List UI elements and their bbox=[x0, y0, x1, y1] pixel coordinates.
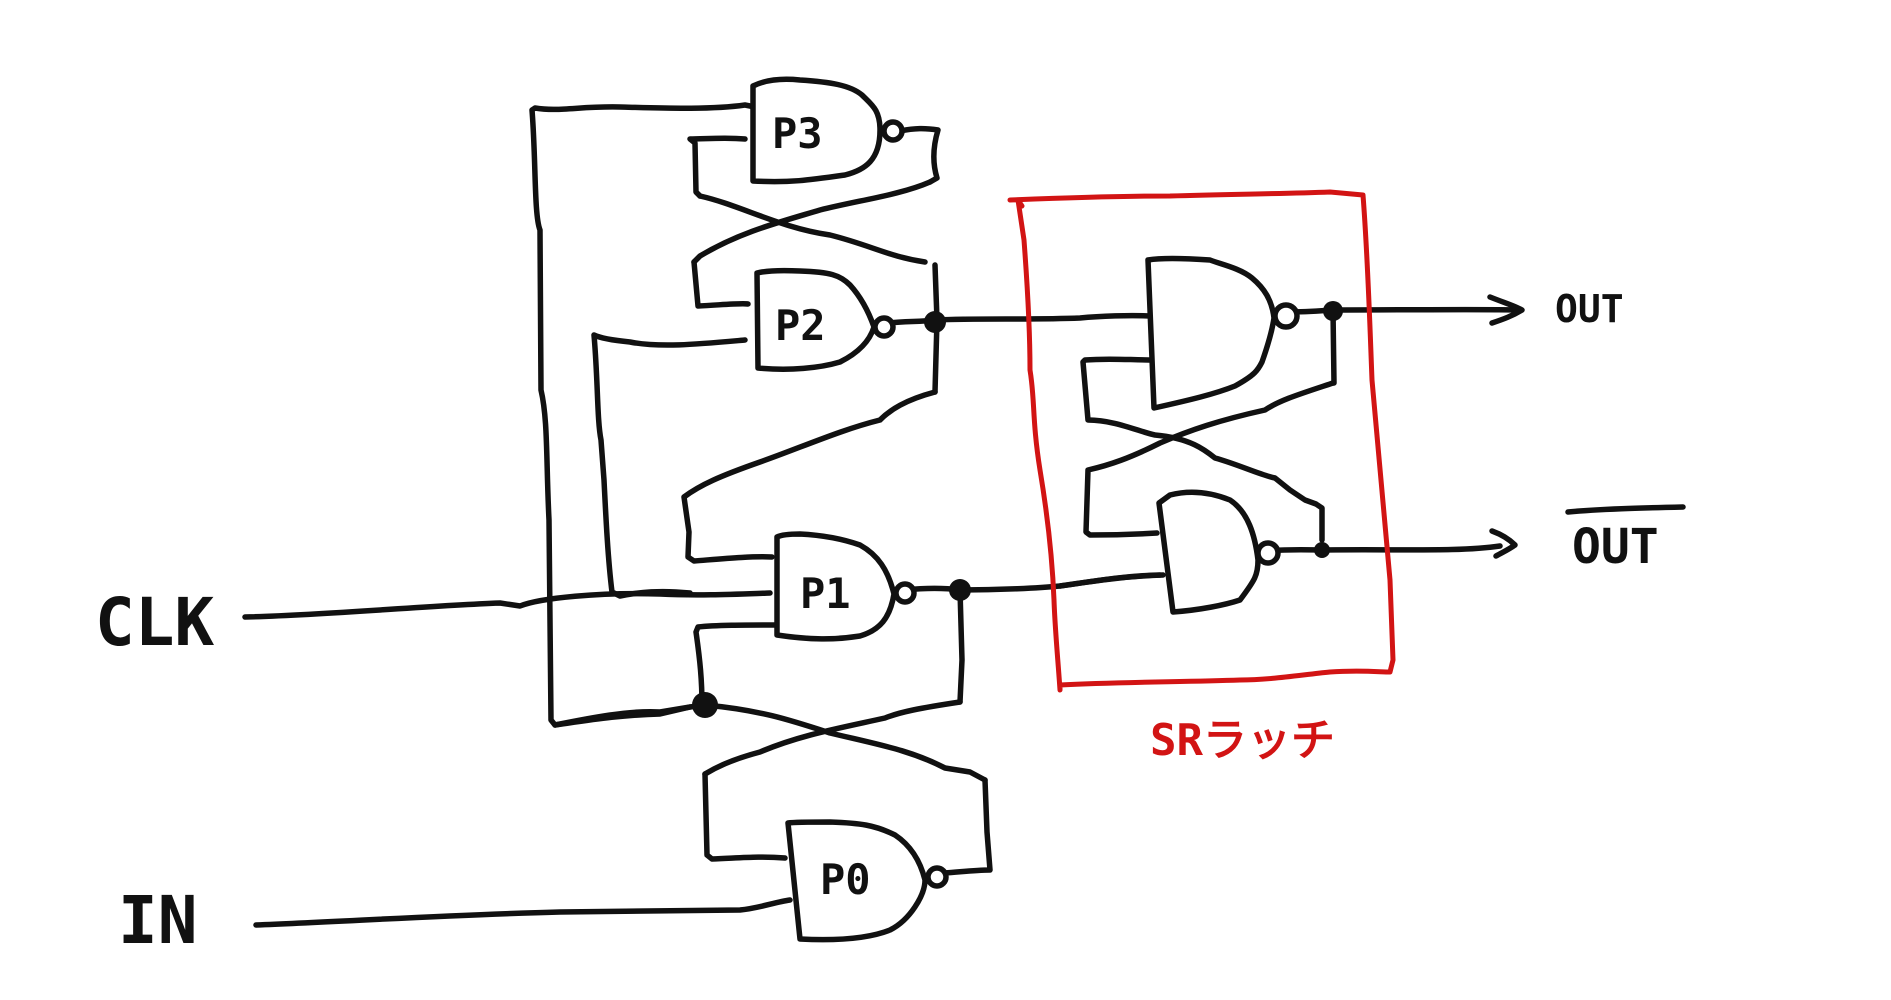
in-wire bbox=[253, 897, 793, 928]
junction-dot bbox=[1314, 542, 1330, 558]
sr-top-gate-body bbox=[1145, 255, 1277, 411]
p2-p1-cross-wire bbox=[681, 389, 938, 564]
gate-p2: P2 bbox=[754, 267, 896, 372]
out-arrow-icon bbox=[1487, 294, 1525, 326]
junction-dot bbox=[692, 692, 718, 718]
sr-latch-box bbox=[1007, 189, 1396, 693]
sr-bottom-output-wire bbox=[1263, 543, 1503, 554]
gate-sr-top bbox=[1145, 255, 1300, 411]
p3-cross-wire bbox=[691, 179, 933, 265]
wires bbox=[242, 102, 1525, 928]
p1-node-vertical-wire bbox=[957, 587, 965, 705]
junction-dot bbox=[1323, 301, 1343, 321]
sr-top-output-wire bbox=[1284, 306, 1523, 386]
p3-inversion-bubble bbox=[881, 119, 905, 143]
clk-wire bbox=[242, 590, 773, 620]
p2-input-wire bbox=[691, 259, 751, 309]
junction-dot bbox=[949, 579, 971, 601]
junction-dots bbox=[692, 301, 1343, 718]
sr-cross-wire bbox=[1083, 380, 1336, 538]
p0-output-wire bbox=[942, 777, 993, 876]
clk-label: CLK bbox=[95, 584, 214, 661]
sr-top-inversion-bubble bbox=[1272, 302, 1300, 330]
p0-inversion-bubble bbox=[925, 865, 949, 889]
sr-bottom-input-wire bbox=[1057, 572, 1163, 589]
out-bar-arrow-icon bbox=[1489, 528, 1518, 559]
sr-latch-box-tick bbox=[1015, 197, 1025, 209]
sr-latch-label: SRラッチ bbox=[1150, 715, 1335, 766]
p0-input-wire bbox=[702, 771, 788, 862]
sr-top-lower-input-wire bbox=[1080, 356, 1325, 543]
out-bar-label: OUT bbox=[1572, 519, 1659, 575]
p2-output-wire bbox=[887, 312, 1153, 326]
junction-dot bbox=[924, 311, 946, 333]
p1-inversion-bubble bbox=[893, 581, 917, 605]
out-bar-overline bbox=[1565, 504, 1686, 515]
sr-bottom-gate-body bbox=[1156, 489, 1261, 615]
p1-label: P1 bbox=[800, 569, 851, 618]
p3-input-wire bbox=[687, 135, 748, 199]
gate-p0: P0 bbox=[785, 819, 949, 943]
gate-p3: P3 bbox=[750, 76, 905, 185]
p3-feed-wire bbox=[529, 102, 758, 728]
p3-output-wire bbox=[897, 125, 941, 185]
sr-bottom-inversion-bubble bbox=[1255, 540, 1281, 566]
p3-label: P3 bbox=[772, 109, 823, 158]
p2-feed-wire bbox=[591, 332, 748, 599]
p1-p0-cross-wire bbox=[552, 699, 988, 783]
in-label: IN bbox=[118, 882, 197, 959]
gate-sr-bottom bbox=[1156, 489, 1281, 615]
p1-bottom-input-wire bbox=[693, 622, 778, 709]
out-label: OUT bbox=[1555, 287, 1624, 331]
gate-p1: P1 bbox=[774, 531, 917, 642]
p0-gate-body bbox=[785, 819, 928, 943]
p1-gate-body bbox=[774, 531, 897, 642]
p0-label: P0 bbox=[820, 855, 871, 904]
p3-gate-body bbox=[750, 76, 883, 185]
p2-inversion-bubble bbox=[872, 315, 896, 339]
p2-label: P2 bbox=[775, 301, 826, 350]
p2-gate-body bbox=[754, 267, 877, 372]
